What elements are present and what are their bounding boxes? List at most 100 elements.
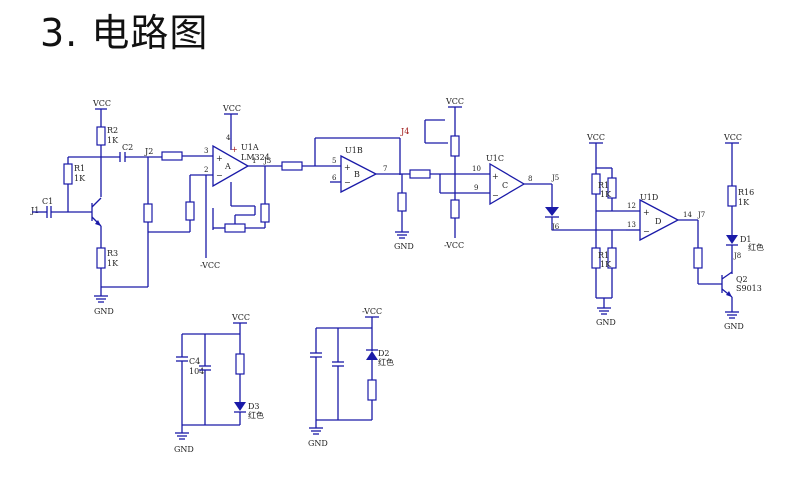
gnd-label-3: GND xyxy=(596,318,616,327)
svg-text:1K: 1K xyxy=(600,190,612,199)
svg-text:7: 7 xyxy=(383,165,387,173)
d3-color: 红色 xyxy=(248,410,264,420)
d1-color: 红色 xyxy=(748,242,764,252)
svg-text:13: 13 xyxy=(627,221,636,229)
j2-label: J2 xyxy=(144,147,153,156)
vcc-label-3: VCC xyxy=(445,97,464,106)
opamp-u1c-section: VCC -VCC 10 9 + − C U1C 8 J5 J6 xyxy=(424,97,626,250)
svg-text:−: − xyxy=(344,178,351,187)
r16-label: R16 xyxy=(738,188,754,197)
q2-part: S9013 xyxy=(736,284,762,293)
gnd-label-1: GND xyxy=(94,307,114,316)
gnd-label-6: GND xyxy=(308,439,328,448)
resistor-u1b-u1c xyxy=(409,169,431,179)
svg-text:R1: R1 xyxy=(598,251,609,260)
svg-text:+: + xyxy=(344,163,351,172)
opamp-u1d xyxy=(639,198,680,242)
resistor-r3 xyxy=(96,247,106,269)
led-d1 xyxy=(726,235,738,244)
nvcc-label-1: -VCC xyxy=(200,261,220,270)
svg-text:1K: 1K xyxy=(600,260,612,269)
d2-label: D2 xyxy=(378,349,390,358)
svg-text:J6: J6 xyxy=(551,223,560,231)
svg-text:5: 5 xyxy=(332,157,336,165)
resistor-u1a-u1b xyxy=(281,161,303,171)
svg-text:+: + xyxy=(231,145,238,154)
svg-text:2: 2 xyxy=(204,166,208,174)
r16-value: 1K xyxy=(738,198,750,207)
svg-text:6: 6 xyxy=(332,174,337,182)
svg-text:+: + xyxy=(216,154,223,163)
c2-label: C2 xyxy=(122,143,133,152)
nvcc-label-2: -VCC xyxy=(444,241,464,250)
svg-text:4: 4 xyxy=(226,134,231,142)
svg-text:−: − xyxy=(492,191,499,200)
svg-text:−: − xyxy=(216,171,223,180)
r1-value: 1K xyxy=(74,174,86,183)
vcc-label-5: VCC xyxy=(723,133,742,142)
gnd-label-4: GND xyxy=(724,322,744,331)
resistor-r2 xyxy=(96,126,106,146)
opamp-u1a-section: 3 2 + − A U1A LM324 + 4 VCC -VCC 1 J3 xyxy=(161,104,341,270)
resistor-bias-2 xyxy=(185,201,195,221)
opamp-u1b-section: J4 5 6 + − B U1B 7 GND xyxy=(314,127,490,251)
svg-text:D: D xyxy=(655,217,661,226)
c4-value: 104 xyxy=(189,367,204,376)
svg-text:B: B xyxy=(354,170,360,179)
resistor-u1b-load xyxy=(397,192,407,212)
page-title: 3. 电路图 xyxy=(40,11,209,55)
power-indicator-nvcc: -VCC D2 红色 GND xyxy=(308,307,394,448)
ground-symbol-3 xyxy=(597,307,611,315)
u1d-label: U1D xyxy=(640,193,658,202)
svg-text:14: 14 xyxy=(683,211,692,219)
diode-d xyxy=(545,207,559,216)
r3-label: R3 xyxy=(107,249,118,258)
stage-transistor-amp: VCC R2 1K R1 1K C1 J1 R3 1K xyxy=(30,99,190,316)
opamp-u1d-section: VCC R1 1K 12 13 R1 1K GND + − D U1D xyxy=(586,133,722,327)
opamp-u1b xyxy=(340,154,378,194)
ground-symbol-4 xyxy=(725,311,739,319)
nvcc-label-3: -VCC xyxy=(362,307,382,316)
svg-text:3: 3 xyxy=(204,147,208,155)
svg-text:12: 12 xyxy=(627,202,636,210)
resistor-base-q2 xyxy=(693,247,703,269)
u1a-label: U1A xyxy=(241,143,259,152)
ground-symbol-2 xyxy=(395,231,409,239)
c4-label: C4 xyxy=(189,357,200,366)
d3-label: D3 xyxy=(248,402,260,411)
resistor-led-d3 xyxy=(235,353,245,375)
led-d3 xyxy=(234,402,246,411)
ground-symbol-1 xyxy=(94,295,108,303)
svg-text:9: 9 xyxy=(474,184,478,192)
power-indicator-vcc: VCC C4 104 D3 红色 GND xyxy=(174,313,264,454)
svg-text:C: C xyxy=(502,181,508,190)
c1-label: C1 xyxy=(42,197,53,206)
d1-label: D1 xyxy=(740,235,752,244)
opamp-u1c xyxy=(489,162,526,206)
svg-text:A: A xyxy=(224,162,231,171)
resistor-led-d2 xyxy=(367,379,377,401)
svg-text:R1: R1 xyxy=(598,181,609,190)
vcc-label-2: VCC xyxy=(222,104,241,113)
resistor-bias-1 xyxy=(143,203,153,223)
opamp-u1a xyxy=(212,144,250,188)
svg-text:−: − xyxy=(643,227,650,236)
r2-label: R2 xyxy=(107,126,118,135)
led-d2 xyxy=(366,351,378,360)
svg-text:J5: J5 xyxy=(551,174,559,182)
r2-value: 1K xyxy=(107,136,119,145)
resistor-threshold xyxy=(450,199,460,219)
vcc-label-4: VCC xyxy=(586,133,605,142)
j4-label: J4 xyxy=(400,127,409,136)
q2-label: Q2 xyxy=(736,275,748,284)
r3-value: 1K xyxy=(107,259,119,268)
gnd-label-2: GND xyxy=(394,242,414,251)
svg-text:J7: J7 xyxy=(697,211,705,219)
ground-symbol-6 xyxy=(309,427,323,435)
vcc-label-6: VCC xyxy=(231,313,250,322)
u1b-label: U1B xyxy=(345,146,363,155)
j1-label: J1 xyxy=(30,206,39,215)
u1c-label: U1C xyxy=(486,154,504,163)
r1-label: R1 xyxy=(74,164,85,173)
